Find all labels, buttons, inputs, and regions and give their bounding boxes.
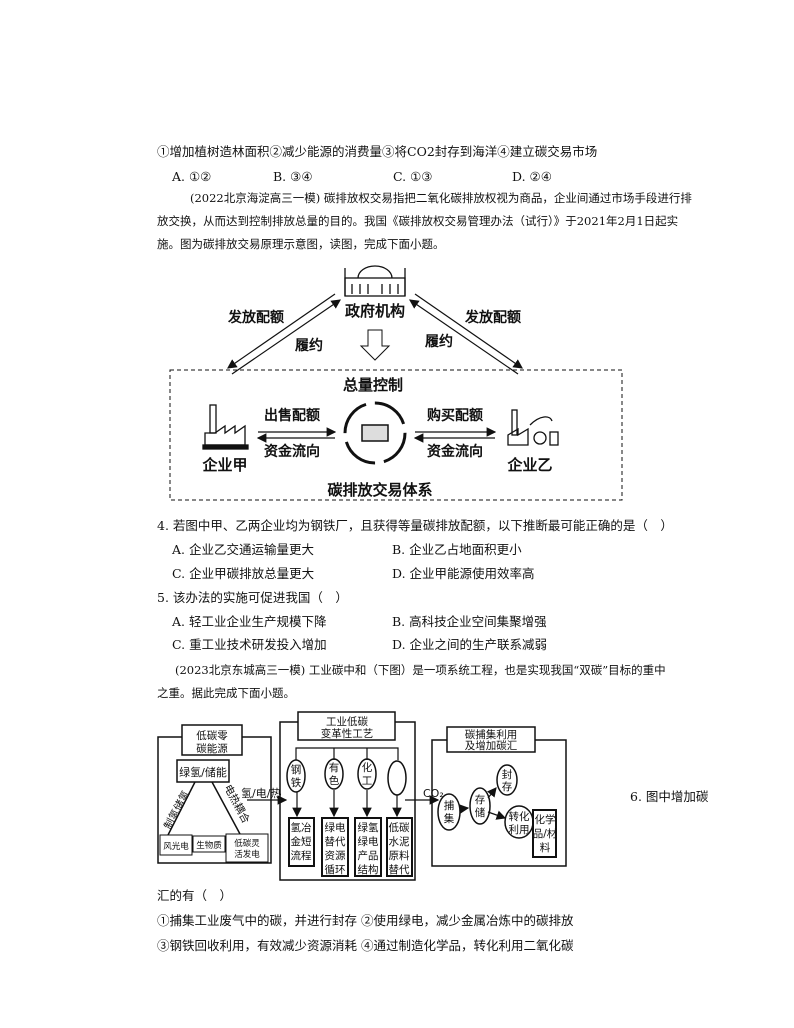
flow-label: 氢/电/热 — [241, 786, 281, 800]
chemicals-label: 品/材 — [533, 827, 558, 840]
passage2-line: (2023北京东城高三一模) 工业碳中和（下图）是一项系统工程，也是实现我国“双… — [175, 663, 666, 677]
process-title-box — [297, 711, 396, 741]
carbon-sink-title: 及增加碳汇 — [465, 739, 518, 752]
passage1-line: 放交换，从而达到控制排放总量的目的。我国《碳排放权交易管理办法（试行）》于202… — [157, 214, 679, 228]
q3-option-c: C. ①③ — [393, 169, 433, 184]
energy-title-box — [181, 724, 243, 756]
process-label: 低碳 — [389, 821, 410, 834]
buy-quota-label: 购买配额 — [427, 407, 483, 424]
process-label: 金短 — [291, 835, 312, 848]
q4-stem: 4. 若图中甲、乙两企业均为钢铁厂，且获得等量碳排放配额，以下推断最可能正确的是… — [157, 518, 673, 533]
trading-system-label: 碳排放交易体系 — [327, 481, 432, 499]
process-title: 变革性工艺 — [321, 727, 374, 740]
industry-label: 工 — [362, 775, 373, 787]
biomass-label: 生物质 — [196, 840, 222, 851]
h2-storage-label: 制氢储氢 — [161, 788, 192, 832]
industry-label: 钢 — [291, 763, 302, 776]
company-a-label: 企业甲 — [201, 456, 247, 474]
process-label: 替代 — [389, 863, 410, 876]
down-arrow-icon — [359, 329, 391, 361]
q3-option-d: D. ②④ — [512, 169, 552, 184]
q5-option-d: D. 企业之间的生产联系减弱 — [392, 637, 548, 652]
q5-option-b: B. 高科技企业空间集聚增强 — [392, 614, 547, 629]
trade-arrows — [256, 427, 497, 443]
flow-arrows — [227, 293, 523, 375]
q3-option-b: B. ③④ — [273, 169, 313, 184]
chemicals-label: 料 — [540, 841, 551, 854]
flexible-power-label: 活发电 — [234, 849, 260, 860]
comply-right: 履约 — [425, 333, 453, 350]
government-label: 政府机构 — [345, 302, 405, 320]
money-flow-right: 资金流向 — [427, 443, 483, 460]
flexible-power-label: 低碳灵 — [234, 838, 260, 849]
co2-label: CO₂ — [423, 787, 444, 800]
industry-label: 铁 — [291, 776, 302, 789]
passage1-line: (2022北京海淀高三一模) 碳排放权交易指把二氧化碳排放权视为商品，企业间通过… — [190, 191, 692, 205]
comply-left: 履约 — [295, 337, 323, 354]
process-label: 绿电 — [358, 835, 379, 848]
issue-quota-left: 发放配额 — [227, 309, 284, 326]
process-label: 结构 — [358, 863, 379, 876]
total-control-label: 总量控制 — [343, 376, 403, 394]
factory-b-icon — [507, 409, 559, 446]
convert-label: 利用 — [509, 824, 530, 836]
process-label: 资源 — [325, 849, 346, 862]
carbon-sink-title-box — [446, 726, 536, 753]
q4-option-b: B. 企业乙占地面积更小 — [392, 542, 522, 557]
green-h2-box — [176, 759, 230, 783]
wind-solar-label: 风光电 — [163, 841, 189, 852]
q6-items-line: ③钢铁回收利用，有效减少资源消耗 ④通过制造化学品，转化利用二氧化碳 — [157, 938, 574, 953]
chemicals-label: 化学 — [535, 813, 556, 826]
passage2-line: 之重。据此完成下面小题。 — [157, 686, 295, 700]
seal-label: 存 — [502, 780, 513, 793]
process-label: 氢冶 — [291, 821, 312, 834]
seal-label: 封 — [502, 768, 513, 781]
process-label: 原料 — [389, 849, 410, 862]
government-building-icon — [344, 265, 406, 297]
q6-items-line: ①捕集工业废气中的碳，并进行封存 ②使用绿电，减少金属冶炼中的碳排放 — [157, 913, 574, 928]
energy-title: 低碳零 — [196, 729, 228, 742]
storage-label: 存 — [475, 793, 486, 806]
process-label: 循环 — [325, 863, 346, 876]
cycle-money-icon — [343, 401, 407, 465]
q4-option-d: D. 企业甲能源使用效率高 — [392, 566, 535, 581]
money-flow-left: 资金流向 — [264, 443, 320, 460]
q4-option-a: A. 企业乙交通运输量更大 — [172, 542, 314, 557]
q4-option-c: C. 企业甲碳排放总量更大 — [172, 566, 315, 581]
q3-stem: ①增加植树造林面积②减少能源的消费量③将CO2封存到海洋④建立碳交易市场 — [157, 144, 598, 159]
process-label: 水泥 — [389, 835, 410, 848]
q6-stem-end: 汇的有（ ） — [157, 888, 233, 903]
industry-label: 化 — [362, 761, 373, 774]
process-label: 流程 — [291, 849, 312, 862]
industry-label: 有 — [329, 761, 340, 774]
industry-label: 色 — [329, 774, 340, 787]
factory-a-icon — [202, 404, 249, 450]
carbon-sink-title: 碳捕集利用 — [465, 728, 518, 741]
process-label: 绿氢 — [358, 821, 379, 834]
trading-system-box — [169, 369, 623, 501]
green-h2-label: 绿氢/储能 — [179, 765, 227, 779]
capture-label: 集 — [444, 812, 455, 825]
q5-stem: 5. 该办法的实施可促进我国（ ） — [157, 590, 348, 605]
issue-quota-right: 发放配额 — [464, 309, 521, 326]
q3-option-a: A. ①② — [172, 169, 212, 184]
company-b-label: 企业乙 — [506, 456, 552, 474]
process-label: 产品 — [358, 849, 379, 862]
process-label: 替代 — [325, 835, 346, 848]
capture-label: 捕 — [444, 799, 455, 812]
energy-title: 碳能源 — [196, 742, 228, 755]
passage1-line: 施。图为碳排放交易原理示意图，读图，完成下面小题。 — [157, 237, 445, 251]
storage-label: 储 — [475, 806, 486, 819]
q6-stem-start: 6. 图中增加碳 — [630, 789, 709, 804]
convert-label: 转化 — [509, 810, 530, 823]
process-label: 绿电 — [325, 821, 346, 834]
sell-quota-label: 出售配额 — [264, 407, 320, 424]
q5-option-a: A. 轻工业企业生产规模下降 — [172, 614, 327, 629]
q5-option-c: C. 重工业技术研发投入增加 — [172, 637, 327, 652]
process-title: 工业低碳 — [326, 715, 368, 728]
